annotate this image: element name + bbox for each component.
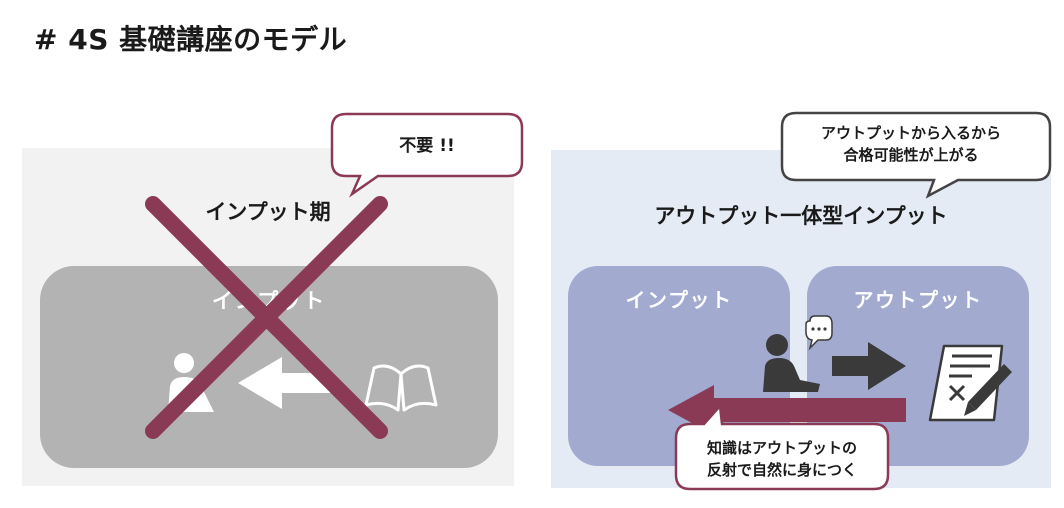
callout-knowledge-bubble [674,403,890,491]
cross-mark-icon [145,196,388,439]
callout-pass-rate-line-1: アウトプットから入るから [820,124,1001,142]
callout-knowledge-line-2: 反射で自然に身につく [706,461,857,479]
output-box-label: アウトプット [853,288,983,312]
page-title: # 4S 基礎講座のモデル [34,23,348,56]
callout-pass-rate-line-2: 合格可能性が上がる [843,146,979,164]
callout-knowledge-text: 知識はアウトプットの 反射で自然に身につく [678,437,886,481]
callout-pass-rate-bubble [780,111,1052,199]
arrow-left-long-icon [668,385,906,435]
callout-unnecessary-bubble [330,112,524,198]
open-book-icon [364,364,438,412]
arrow-left-icon [238,357,330,409]
callout-pass-rate-text: アウトプットから入るから 合格可能性が上がる [782,122,1040,166]
callout-unnecessary-text: 不要 !! [399,136,455,156]
arrow-right-icon [832,342,906,390]
input-phase-heading: インプット期 [205,200,331,224]
speech-bubble-icon [805,315,833,351]
person-speaking-icon [763,334,820,392]
callout-knowledge-line-1: 知識はアウトプットの [706,439,857,457]
input-box-label: インプット [625,288,733,312]
document-pen-icon [928,344,1012,422]
integrated-input-heading: アウトプット一体型インプット [654,204,948,228]
